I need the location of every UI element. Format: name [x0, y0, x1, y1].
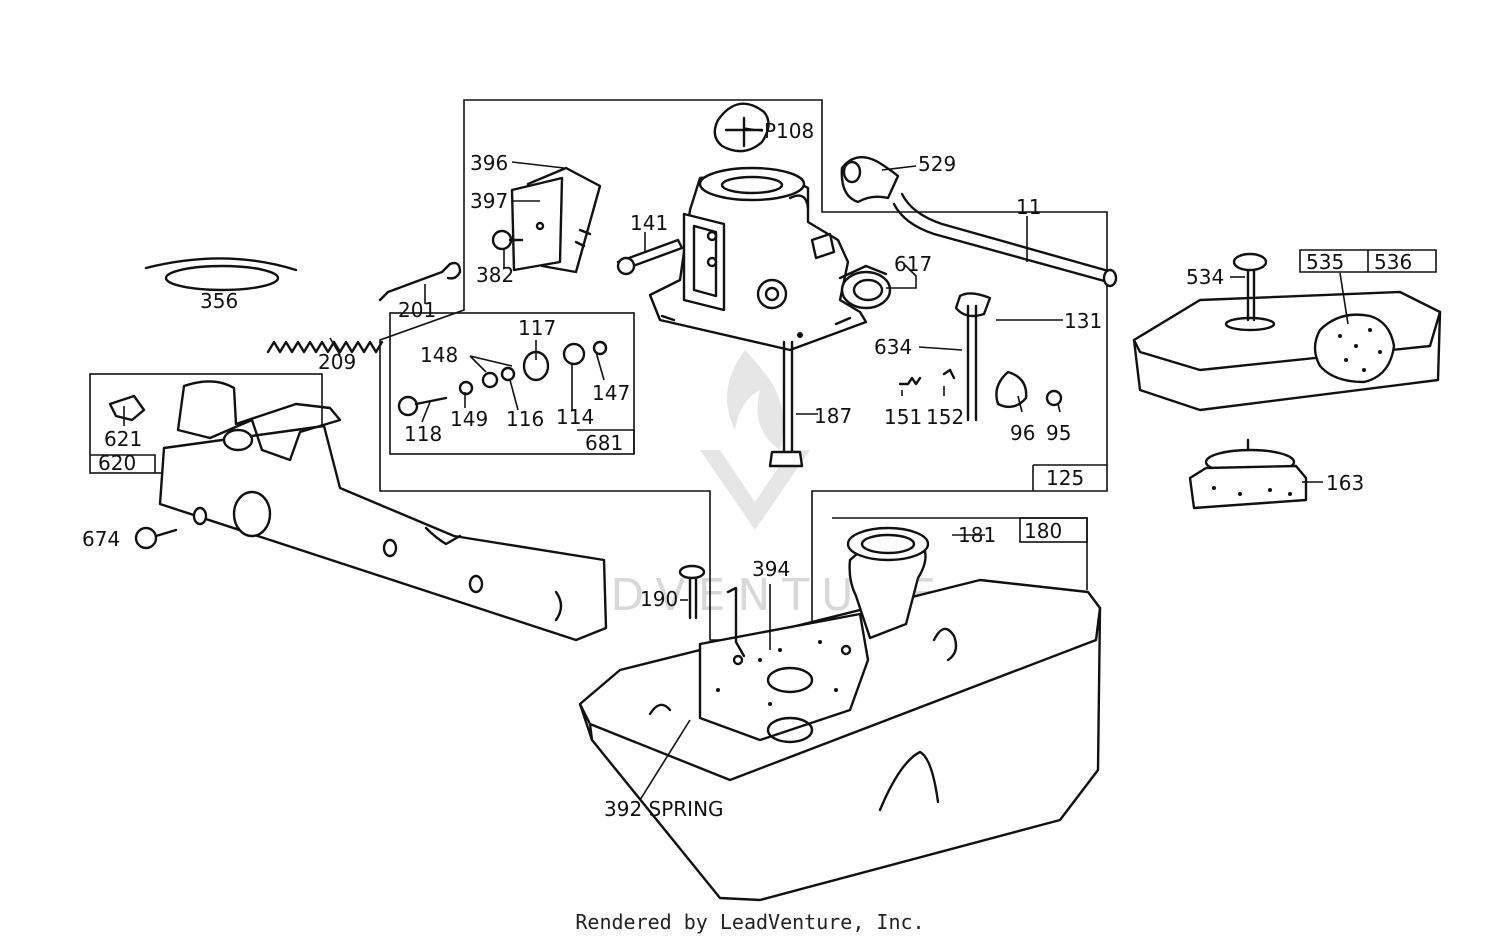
- footer-credit: Rendered by LeadVenture, Inc.: [575, 910, 925, 934]
- label-p163: 163: [1326, 471, 1364, 495]
- label-p190: 190: [640, 587, 678, 611]
- carburetor-body-icon: [648, 166, 868, 352]
- label-p108: P108: [764, 119, 814, 143]
- label-p187: 187: [814, 404, 852, 428]
- repair-kit-parts-icon: [397, 340, 608, 417]
- elbow-fitting-icon: [840, 156, 900, 204]
- label-p149: 149: [450, 407, 488, 431]
- label-p529: 529: [918, 152, 956, 176]
- label-p95: 95: [1046, 421, 1071, 445]
- fuel-pipe-icon: [892, 192, 1118, 288]
- label-p356: 356: [200, 289, 238, 313]
- screw-674-icon: [134, 526, 178, 550]
- label-p634: 634: [874, 335, 912, 359]
- part-labels: P108 396 397 529 11 141 382 617 201 356 …: [82, 119, 1412, 821]
- label-p114: 114: [556, 405, 594, 429]
- label-p209: 209: [318, 350, 356, 374]
- throttle-shaft-icon: [898, 292, 1063, 422]
- screw-382-icon: [491, 229, 524, 251]
- fuel-tank-icon: [578, 526, 1102, 902]
- box-681-divider: [577, 429, 635, 454]
- part-p108-icon: [713, 102, 770, 153]
- label-p536: 536: [1374, 250, 1412, 274]
- label-p392: 392 SPRING: [604, 797, 724, 821]
- label-p396: 396: [470, 151, 508, 175]
- box-535-536: [1299, 249, 1437, 273]
- box-180: [1019, 517, 1088, 543]
- label-p147: 147: [592, 381, 630, 405]
- label-p621: 621: [104, 427, 142, 451]
- label-p11: 11: [1016, 195, 1041, 219]
- needle-valve-icon: [616, 238, 684, 276]
- stud-bolt-icon: [768, 340, 804, 468]
- throttle-link-icon: [378, 261, 462, 302]
- label-p96: 96: [1010, 421, 1035, 445]
- label-p181: 181: [958, 523, 996, 547]
- label-p116: 116: [506, 407, 544, 431]
- leader-lines: [123, 127, 1349, 801]
- label-p620: 620: [98, 451, 136, 475]
- label-p534: 534: [1186, 265, 1224, 289]
- o-ring-icon: [144, 257, 298, 292]
- label-p141: 141: [630, 211, 668, 235]
- label-p617: 617: [894, 252, 932, 276]
- filter-base-icon: [1188, 438, 1308, 510]
- control-plate-icon: [108, 380, 608, 642]
- air-cleaner-icon: [1132, 252, 1442, 412]
- label-p152: 152: [926, 405, 964, 429]
- choke-shaft-icon: [838, 264, 892, 310]
- label-p131: 131: [1064, 309, 1102, 333]
- kit-frame-681: [389, 312, 635, 455]
- float-bowl-icon: [510, 166, 602, 274]
- label-p180: 180: [1024, 519, 1062, 543]
- box-620-divider: [90, 454, 156, 473]
- label-p681: 681: [585, 431, 623, 455]
- label-p397: 397: [470, 189, 508, 213]
- label-p535: 535: [1306, 250, 1344, 274]
- label-p674: 674: [82, 527, 120, 551]
- label-p117: 117: [518, 316, 556, 340]
- label-p201: 201: [398, 298, 436, 322]
- label-p394: 394: [752, 557, 790, 581]
- label-p382: 382: [476, 263, 514, 287]
- label-p148: 148: [420, 343, 458, 367]
- governor-spring-icon: [266, 340, 384, 354]
- label-p151: 151: [884, 405, 922, 429]
- label-p125: 125: [1046, 466, 1084, 490]
- screw-190-icon: [678, 564, 706, 620]
- label-p118: 118: [404, 422, 442, 446]
